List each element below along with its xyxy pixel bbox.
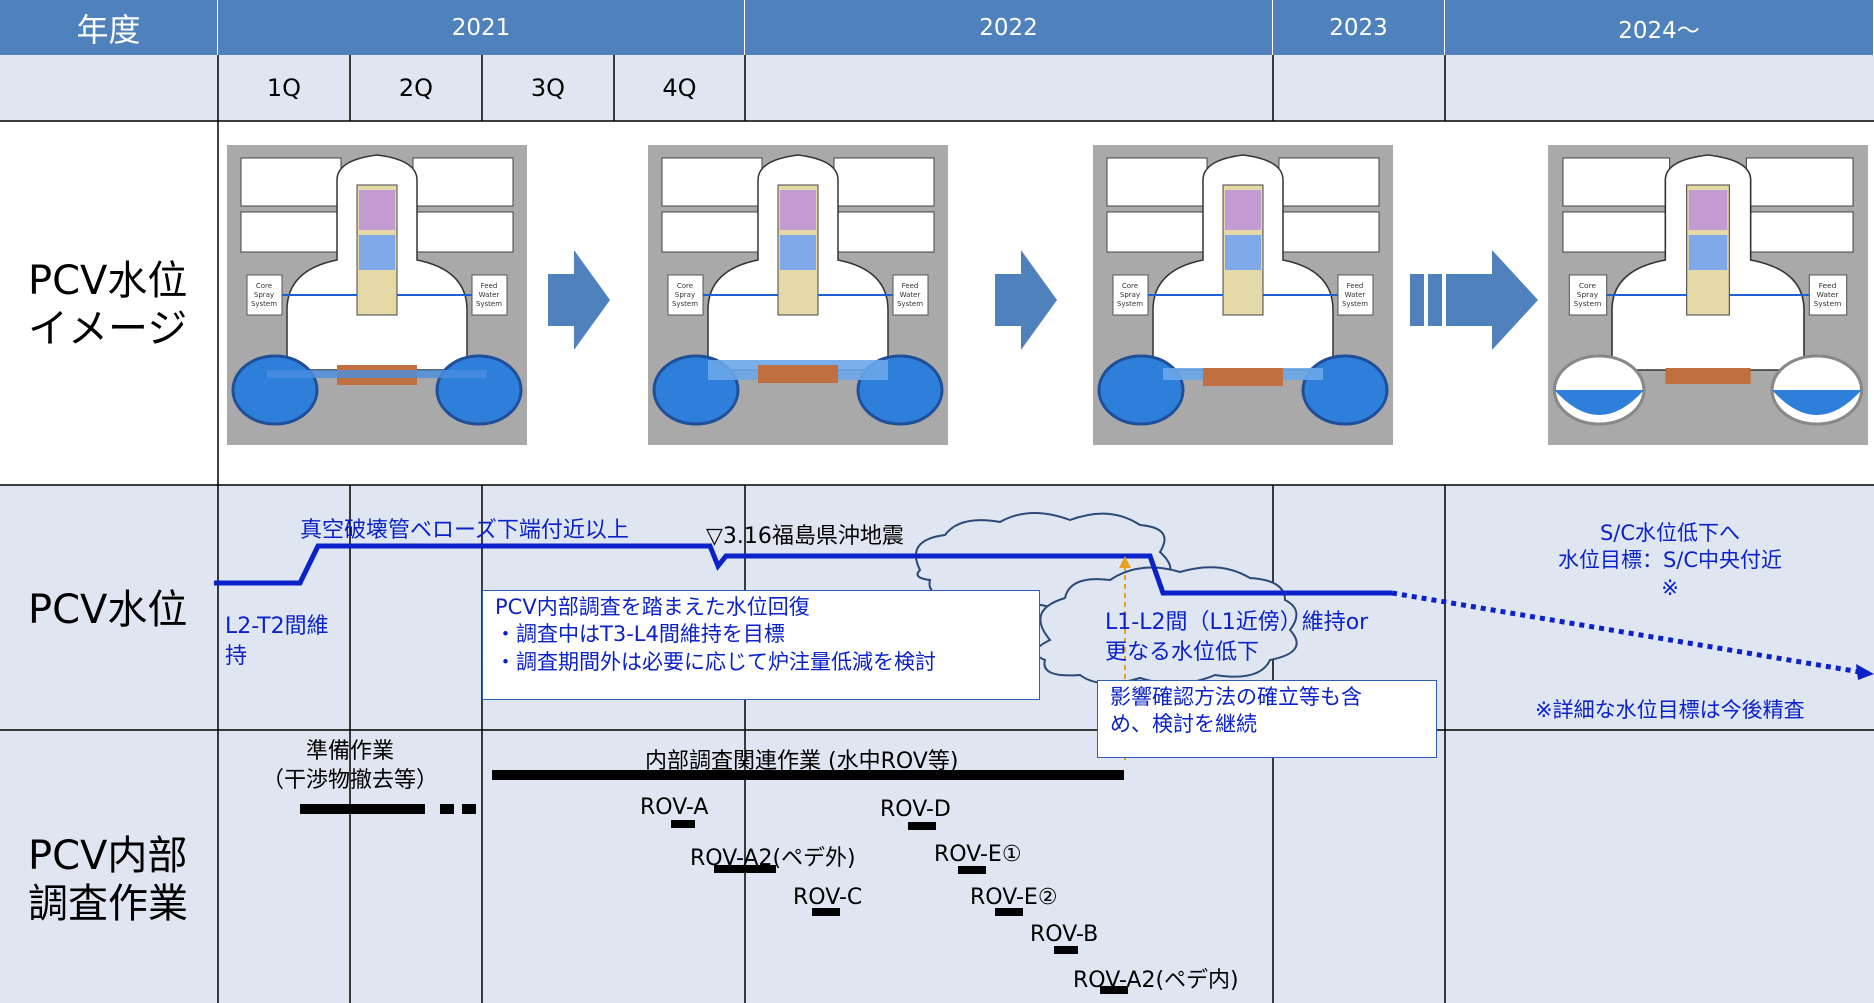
- reactor-3-left-label-3: System: [1117, 300, 1143, 308]
- year-2023: 2023: [1273, 0, 1445, 55]
- row-label-work: PCV内部 調査作業: [0, 820, 218, 940]
- row-label-work-line2: 調査作業: [28, 881, 188, 927]
- rov-c-bar: [812, 908, 840, 916]
- prep-work-bar: [300, 804, 425, 814]
- reactor-1-right-label-3: System: [476, 300, 502, 308]
- reactor-image-3: Core Spray System Feed Water System: [1093, 140, 1393, 450]
- prep-work-label: 準備作業 （干渉物撤去等）: [225, 738, 475, 795]
- impact-line1: 影響確認方法の確立等も含: [1110, 685, 1362, 709]
- reactor-3-right-label-1: Feed: [1347, 282, 1364, 290]
- quarter-3q: 3Q: [482, 55, 614, 121]
- rov-a2-out-bar: [714, 865, 776, 873]
- reactor-image-1: Core Spray System Feed Water System: [227, 140, 527, 450]
- reactor-3-right-label-3: System: [1342, 300, 1368, 308]
- reactor-4-right-label-3: System: [1814, 299, 1842, 308]
- impact-line2: め、検討を継続: [1110, 712, 1257, 737]
- rov-d-label: ROV-D: [880, 797, 951, 822]
- sc-line2: 水位目標：S/C中央付近: [1557, 548, 1783, 573]
- reactor-image-4: Core Spray System Feed Water System: [1548, 140, 1868, 450]
- arrow-icon: [548, 250, 610, 350]
- arrow-icon: [995, 250, 1057, 350]
- reactor-4-right-label-2: Water: [1816, 290, 1838, 299]
- row-label-image-line2: イメージ: [28, 306, 188, 352]
- rov-e1-label: ROV-E①: [934, 842, 1022, 867]
- rov-b-label: ROV-B: [1030, 922, 1099, 947]
- reactor-2-right-label-2: Water: [900, 291, 921, 299]
- internal-work-bar: [492, 770, 1124, 780]
- rov-c-label: ROV-C: [793, 885, 863, 910]
- reactor-4-right-label-1: Feed: [1819, 281, 1837, 290]
- prep-line2: （干渉物撤去等）: [261, 767, 438, 793]
- year-2022: 2022: [745, 0, 1273, 55]
- row-label-image-line1: PCV水位: [28, 258, 188, 304]
- prep-work-dash-1: [440, 804, 454, 814]
- rov-a-label: ROV-A: [640, 795, 709, 820]
- reactor-3-left-label-2: Spray: [1120, 291, 1140, 299]
- reactor-2-left-label-3: System: [672, 300, 698, 308]
- reactor-4-left-label-1: Core: [1579, 281, 1597, 290]
- quarter-2q: 2Q: [350, 55, 482, 121]
- cloud-line1: L1-L2間（L1近傍）維持or: [1105, 610, 1369, 635]
- reactor-4-left-label-2: Spray: [1577, 290, 1599, 299]
- recovery-line2: ・調査中はT3-L4間維持を目標: [495, 622, 785, 647]
- row-label-work-line1: PCV内部: [28, 833, 188, 879]
- rov-b-bar: [1054, 946, 1078, 954]
- sc-target-text: S/C水位低下へ 水位目標：S/C中央付近 ※: [1520, 520, 1820, 602]
- rov-d-bar: [908, 822, 936, 830]
- year-header-label: 年度: [0, 0, 218, 55]
- prep-work-dash-2: [462, 804, 476, 814]
- recovery-box: PCV内部調査を踏まえた水位回復 ・調査中はT3-L4間維持を目標 ・調査期間外…: [482, 590, 1040, 700]
- reactor-1-left-label-1: Core: [256, 282, 272, 290]
- reactor-1-right-label-2: Water: [479, 291, 500, 299]
- year-2024: 2024～: [1445, 0, 1874, 55]
- break-arrow-icon: [1410, 250, 1538, 350]
- rov-a2-in-bar: [1100, 986, 1128, 994]
- l2t2-line1: L2-T2間維: [225, 614, 329, 639]
- prep-line1: 準備作業: [305, 739, 394, 764]
- recovery-line1: PCV内部調査を踏まえた水位回復: [495, 595, 810, 619]
- reactor-2-left-label-1: Core: [677, 282, 693, 290]
- note-text: ※詳細な水位目標は今後精査: [1535, 698, 1805, 722]
- rov-e2-label: ROV-E②: [970, 885, 1058, 910]
- reactor-image-2: Core Spray System Feed Water System: [648, 140, 948, 450]
- row-label-level: PCV水位: [28, 587, 188, 633]
- cloud-line2: 更なる水位低下: [1105, 639, 1260, 665]
- reactor-1-right-label-1: Feed: [481, 282, 498, 290]
- reactor-2-right-label-1: Feed: [902, 282, 919, 290]
- year-2021: 2021: [218, 0, 745, 55]
- reactor-2-right-label-3: System: [897, 300, 923, 308]
- reactor-2-left-label-2: Spray: [675, 291, 695, 299]
- reactor-3-right-label-2: Water: [1345, 291, 1366, 299]
- upper-level-label: 真空破壊管ベローズ下端付近以上: [300, 518, 629, 543]
- cloud-text: L1-L2間（L1近傍）維持or 更なる水位低下: [1105, 608, 1368, 667]
- reactor-3-left-label-1: Core: [1122, 282, 1138, 290]
- internal-work-label: 内部調査関連作業 (水中ROV等): [645, 749, 959, 774]
- rov-a-bar: [671, 820, 695, 828]
- recovery-line3: ・調査期間外は必要に応じて炉注量低減を検討: [495, 649, 936, 674]
- sc-line3: ※: [1661, 575, 1679, 600]
- impact-box: 影響確認方法の確立等も含 め、検討を継続: [1097, 680, 1437, 758]
- quarter-1q: 1Q: [218, 55, 350, 121]
- reactor-1-left-label-2: Spray: [254, 291, 274, 299]
- rov-e1-bar: [958, 866, 986, 874]
- reactor-1-left-label-3: System: [251, 300, 277, 308]
- rov-e2-bar: [995, 908, 1023, 916]
- sc-line1: S/C水位低下へ: [1599, 521, 1741, 545]
- l2t2-label: L2-T2間維 持: [225, 612, 329, 671]
- reactor-4-left-label-3: System: [1574, 299, 1602, 308]
- row-label-image: PCV水位 イメージ: [0, 250, 218, 360]
- rov-a2-in-label: ROV-A2(ペデ内): [1073, 968, 1239, 993]
- l2t2-line2: 持: [225, 643, 248, 669]
- earthquake-label: ▽3.16福島県沖地震: [706, 524, 904, 549]
- quarter-4q: 4Q: [614, 55, 745, 121]
